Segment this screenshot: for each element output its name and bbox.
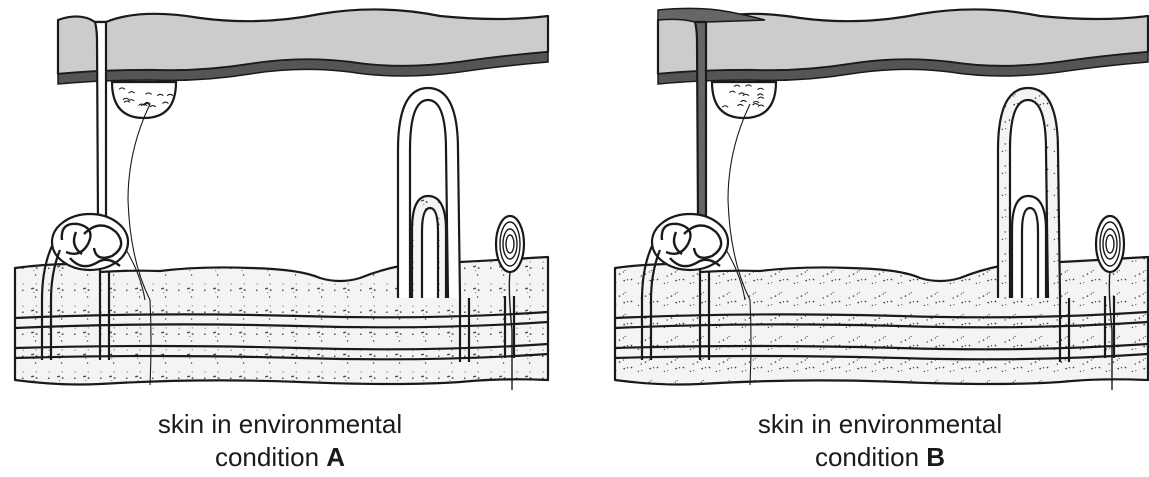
sweat-duct	[95, 22, 106, 222]
sweat-duct	[695, 22, 706, 222]
skin-diagram-b	[600, 0, 1149, 400]
skin-diagram-a	[0, 0, 560, 400]
caption-b-letter: B	[926, 442, 945, 472]
caption-a-line2: condition A	[0, 441, 560, 474]
caption-a: skin in environmental condition A	[0, 408, 560, 474]
caption-b: skin in environmental condition B	[600, 408, 1149, 474]
caption-a-prefix: condition	[215, 442, 319, 472]
panel-condition-b: skin in environmental condition B	[600, 0, 1149, 477]
caption-b-line1: skin in environmental	[600, 408, 1149, 441]
shunt-vessel-core	[1022, 208, 1038, 298]
shunt-vessel-core	[422, 208, 438, 298]
caption-a-line1: skin in environmental	[0, 408, 560, 441]
caption-a-letter: A	[326, 442, 345, 472]
caption-b-prefix: condition	[815, 442, 919, 472]
caption-b-line2: condition B	[600, 441, 1149, 474]
panel-condition-a: skin in environmental condition A	[0, 0, 560, 477]
